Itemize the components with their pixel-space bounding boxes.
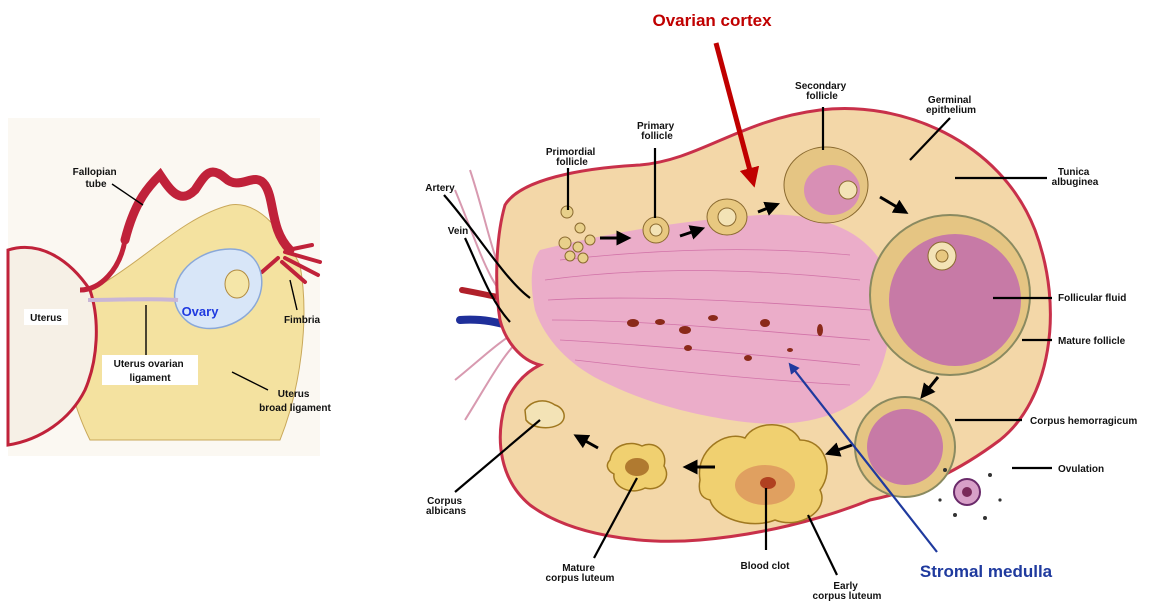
follicular-fluid-label: Follicular fluid	[1058, 293, 1126, 304]
growing-follicle-shape	[707, 199, 747, 235]
fimbria-label: Fimbria	[284, 315, 321, 326]
corpus-albicans-label: Corpus albicans	[426, 496, 466, 517]
ovulation-label: Ovulation	[1058, 464, 1104, 475]
mature-follicle-label: Mature follicle	[1058, 336, 1126, 347]
mature-corpus-luteum-label: Mature corpus luteum	[546, 563, 615, 584]
uterus-label: Uterus	[30, 313, 62, 324]
secondary-follicle-shape	[784, 147, 868, 223]
ovarian-cortex-label: Ovarian cortex	[652, 11, 772, 30]
uterus-tube-ovary-illustration: Fallopian tube Uterus Ovary Fimbria Uter…	[8, 118, 332, 456]
early-corpus-luteum-label: Early corpus luteum	[813, 581, 882, 601]
stromal-medulla-label: Stromal medulla	[920, 562, 1053, 581]
corpus-hemorragicum-label: Corpus hemorragicum	[1030, 416, 1137, 427]
ovary-cross-section-illustration: Ovarian cortex Stromal medulla Artery Ve…	[425, 11, 1137, 601]
blood-clot-label: Blood clot	[741, 561, 791, 572]
primordial-follicle-label: Primordial follicle	[546, 147, 598, 168]
mature-corpus-luteum-shape	[607, 444, 666, 491]
ovulated-oocyte	[938, 468, 1001, 520]
ovarian-ligament-shape	[88, 299, 178, 300]
ovary-follicle-spot	[225, 270, 249, 298]
corpus-hemorragicum-shape	[855, 397, 955, 497]
tunica-albuginea-label: Tunica albuginea	[1052, 167, 1099, 188]
primary-follicle-label: Primary follicle	[637, 121, 677, 142]
secondary-follicle-label: Secondary follicle	[795, 81, 849, 102]
ovary-label: Ovary	[182, 304, 220, 319]
germinal-epithelium-label: Germinal epithelium	[926, 95, 976, 116]
vein-label: Vein	[448, 226, 469, 237]
primary-follicle-shape	[643, 217, 669, 243]
artery-label: Artery	[425, 183, 455, 194]
mature-follicle-shape	[870, 215, 1030, 375]
